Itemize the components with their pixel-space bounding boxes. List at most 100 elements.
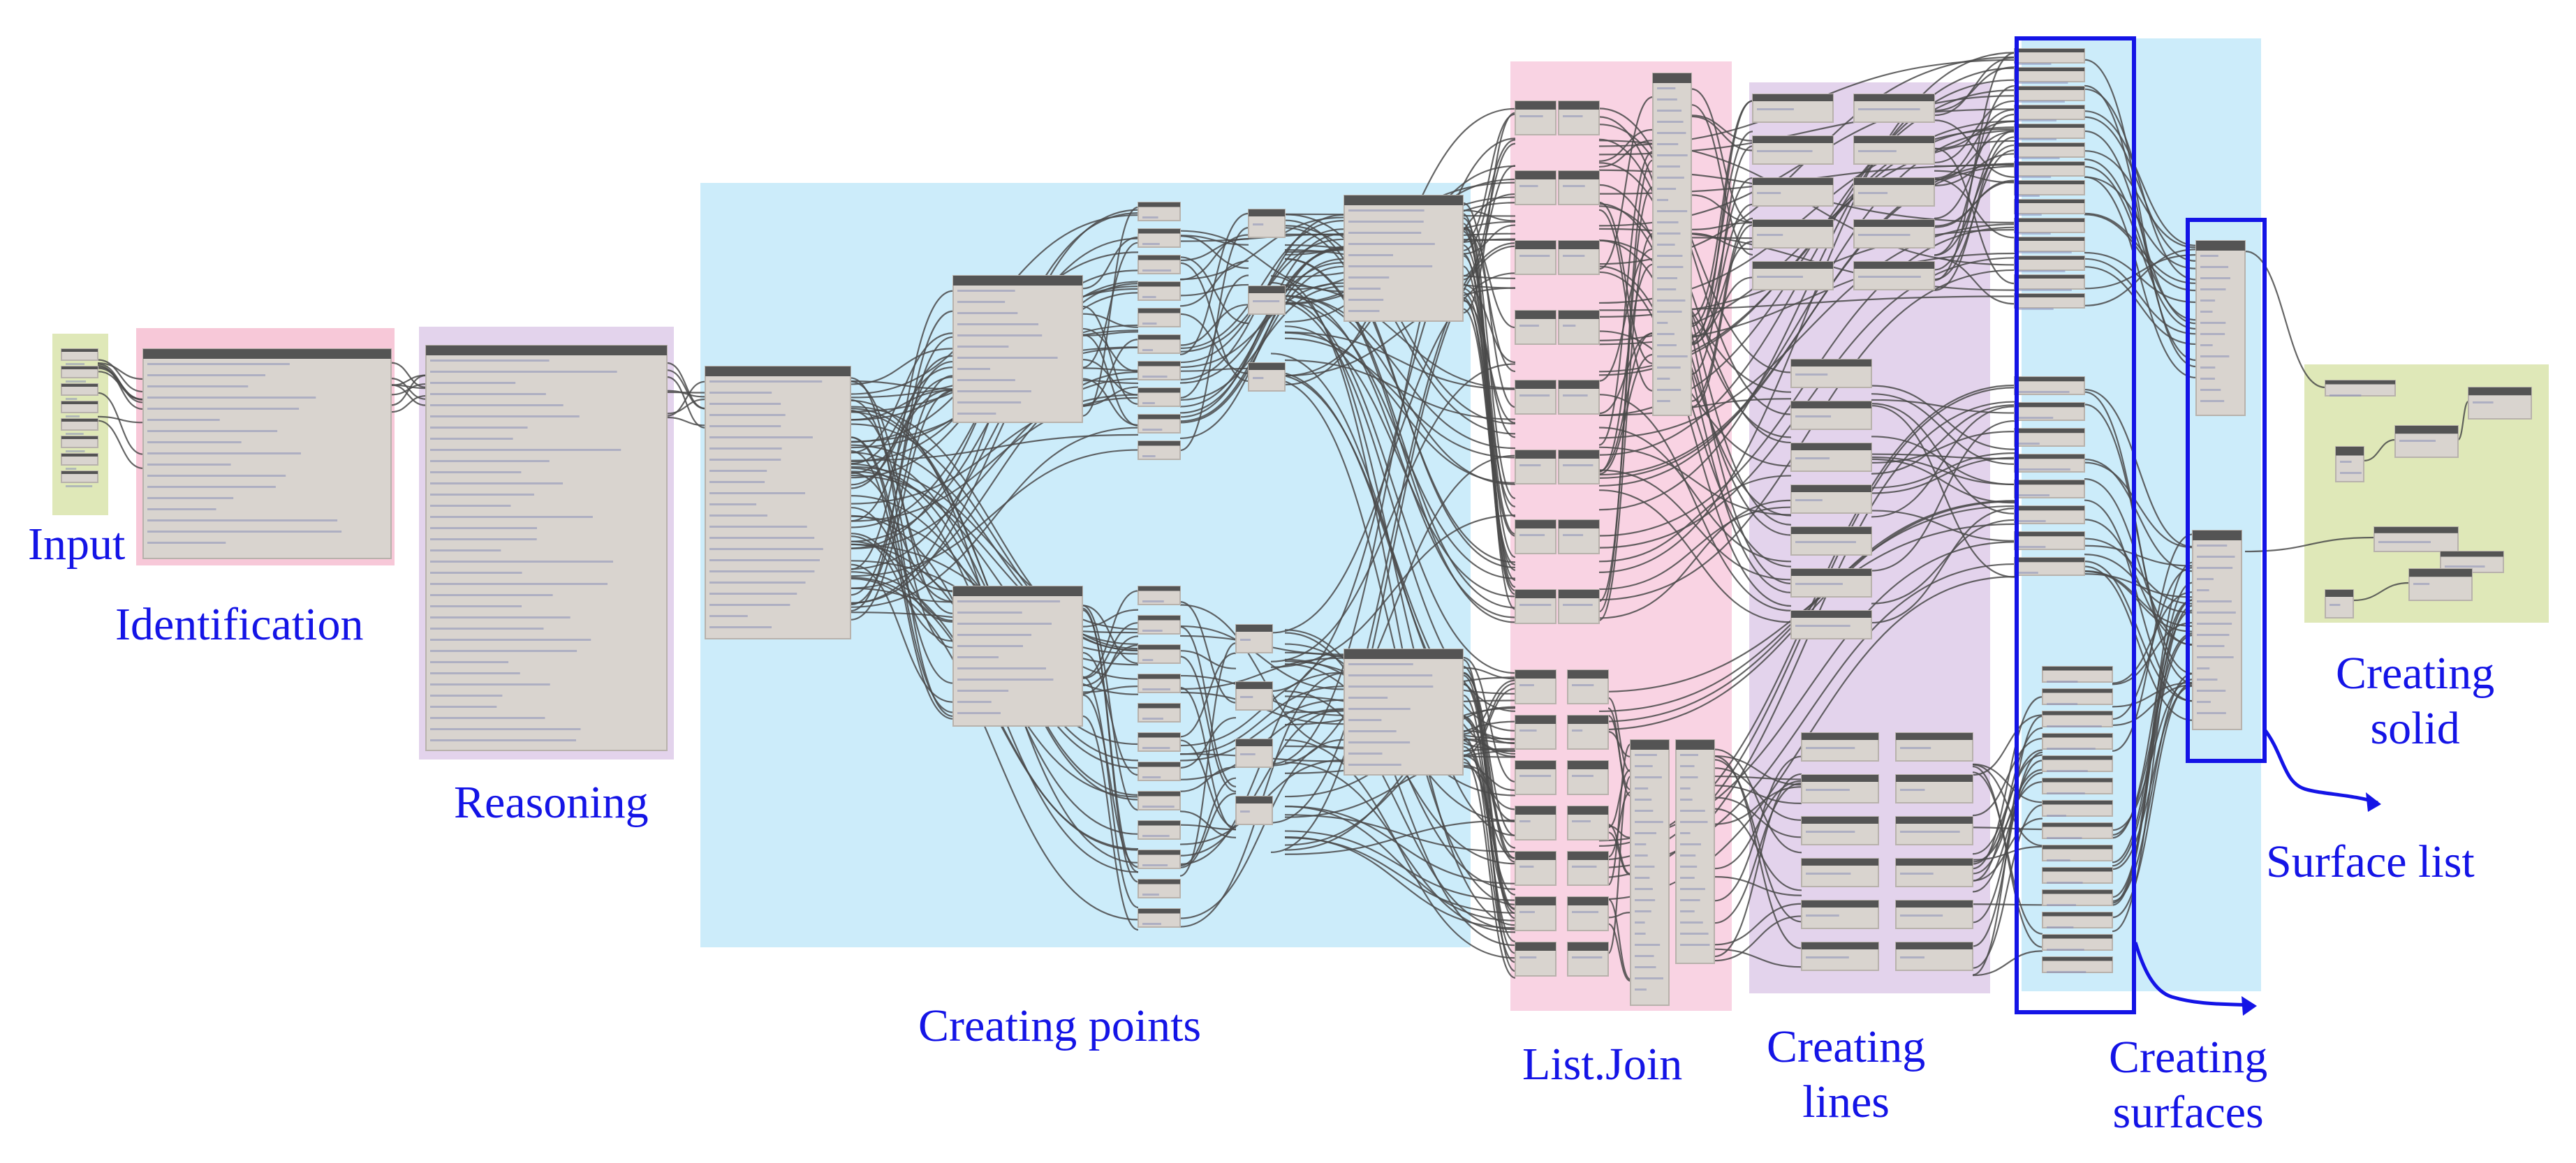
code-block-main-text-line (709, 403, 781, 405)
input-node-text-line (66, 398, 78, 400)
wire (2112, 582, 2193, 906)
list-join-tall-node-text-line (1657, 299, 1686, 302)
point-node-top-text-line (1142, 296, 1156, 298)
wire (850, 394, 1139, 505)
surface-list-node-top-text-line (2200, 400, 2225, 402)
line-node-header (1854, 262, 1934, 269)
list-join-tall-node-lower2-text-line (1680, 933, 1709, 935)
solid-node-header (2374, 527, 2458, 533)
surface-list-node-bottom-text-line (2197, 612, 2236, 614)
input-node-text-line (66, 380, 87, 383)
reasoning-code-block-text-line (430, 516, 593, 518)
list-join-tall-node-text-line (1657, 154, 1688, 156)
list-join-tall-node-lower2-text-line (1680, 787, 1691, 790)
wire (390, 384, 427, 406)
surface-node-mid-text-line (2019, 494, 2049, 496)
solid-node-text-line (2413, 583, 2430, 585)
wire (850, 423, 1139, 652)
wire (1462, 244, 1516, 517)
wire (2363, 438, 2396, 462)
wire (1270, 454, 1516, 766)
list-join-node-lower-text-line (1572, 684, 1594, 686)
wire (1284, 806, 1516, 921)
wire (1179, 777, 1237, 867)
code-block-main-text-line (709, 470, 767, 472)
list-join-node-lower-text-line (1519, 775, 1552, 777)
surface-node-top-header (2015, 87, 2084, 90)
surface-list-node-top-text-line (2200, 344, 2213, 346)
solid-node-text-line (2473, 401, 2494, 403)
surface-list-node-bottom-text-line (2197, 690, 2226, 692)
line-node-lower-header (1802, 942, 1878, 949)
list-join-node-lower-header (1568, 852, 1608, 860)
input-node-text-line (66, 433, 84, 435)
surface-node-bottom-header (2043, 890, 2112, 894)
surface-list-node-bottom-text-line (2197, 656, 2234, 658)
input-node-header (61, 454, 98, 457)
surface-node-mid-header (2015, 532, 2084, 537)
wire (1082, 236, 1139, 290)
small-node-bottom-text-line (1240, 753, 1256, 755)
list-join-tall-node-lower-header (1631, 740, 1669, 750)
point-node-bottom-header (1138, 674, 1180, 679)
wire (1082, 609, 1139, 873)
surface-node-bottom-header (2043, 734, 2112, 738)
wire (1871, 385, 2015, 450)
surface-list-node-top-text-line (2200, 311, 2213, 313)
surface-node-top-header (2015, 200, 2084, 203)
list-join-tall-node-text-line (1657, 355, 1688, 357)
point-node-bottom-text-line (1142, 864, 1168, 866)
wire (1598, 151, 1654, 446)
line-node-header (1753, 220, 1833, 227)
point-node-top-text-line (1142, 376, 1168, 378)
wire (97, 392, 144, 455)
list-join-tall-node-text-line (1657, 210, 1688, 212)
points-code-block-right-top-text-line (1348, 288, 1381, 290)
surface-list-node-top-text-line (2200, 366, 2216, 369)
surface-list-node-top-text-line (2200, 288, 2226, 290)
wire (666, 416, 706, 427)
code-block-main-text-line (709, 492, 806, 494)
wire (1179, 766, 1237, 792)
wire (850, 375, 954, 606)
list-join-tall-node-lower2-header (1676, 740, 1714, 750)
wire (2353, 582, 2410, 602)
point-node-bottom-header (1138, 880, 1180, 884)
wire (1934, 178, 2015, 239)
reasoning-code-block-text-line (430, 404, 564, 406)
line-node-text-line (1757, 234, 1783, 236)
point-node-bottom-text-line (1142, 659, 1154, 661)
list-join-node-lower-text-line (1572, 820, 1591, 822)
reasoning-code-block-text-line (430, 494, 534, 496)
list-join-tall-node-text-line (1657, 255, 1683, 257)
surface-node-mid-header (2015, 480, 2084, 485)
line-node-lower-header (1896, 817, 1973, 824)
list-join-tall-node-lower2-text-line (1680, 921, 1703, 924)
point-node-top-header (1138, 335, 1180, 340)
point-node-bottom-text-line (1142, 630, 1163, 632)
wire (1082, 609, 1139, 628)
points-code-block-top-text-line (957, 290, 1015, 292)
wire (97, 362, 144, 380)
small-node-bottom-text-line (1240, 639, 1251, 641)
list-join-node-text-line (1519, 534, 1545, 536)
line-node-text-line (1757, 192, 1781, 194)
wire (1284, 295, 1516, 450)
label-list-join: List.Join (1522, 1039, 1683, 1090)
wire (2112, 621, 2193, 686)
line-node-header (1854, 220, 1934, 227)
small-node-bottom-header (1236, 797, 1272, 803)
wire (1179, 652, 1237, 738)
point-node-bottom-header (1138, 645, 1180, 650)
list-join-tall-node-text-line (1657, 266, 1684, 268)
code-block-main-text-line (709, 537, 815, 539)
wire (1284, 836, 1516, 914)
reasoning-code-block-text-line (430, 661, 509, 663)
surface-node-bottom-header (2043, 957, 2112, 961)
line-node-lower-text-line (1900, 831, 1960, 833)
surface-list-node-bottom-text-line (2197, 679, 2218, 681)
list-join-node-text-line (1563, 394, 1588, 397)
line-node-text-line (1858, 276, 1921, 278)
wire (2084, 158, 2197, 321)
line-node-lower-text-line (1900, 873, 1934, 875)
